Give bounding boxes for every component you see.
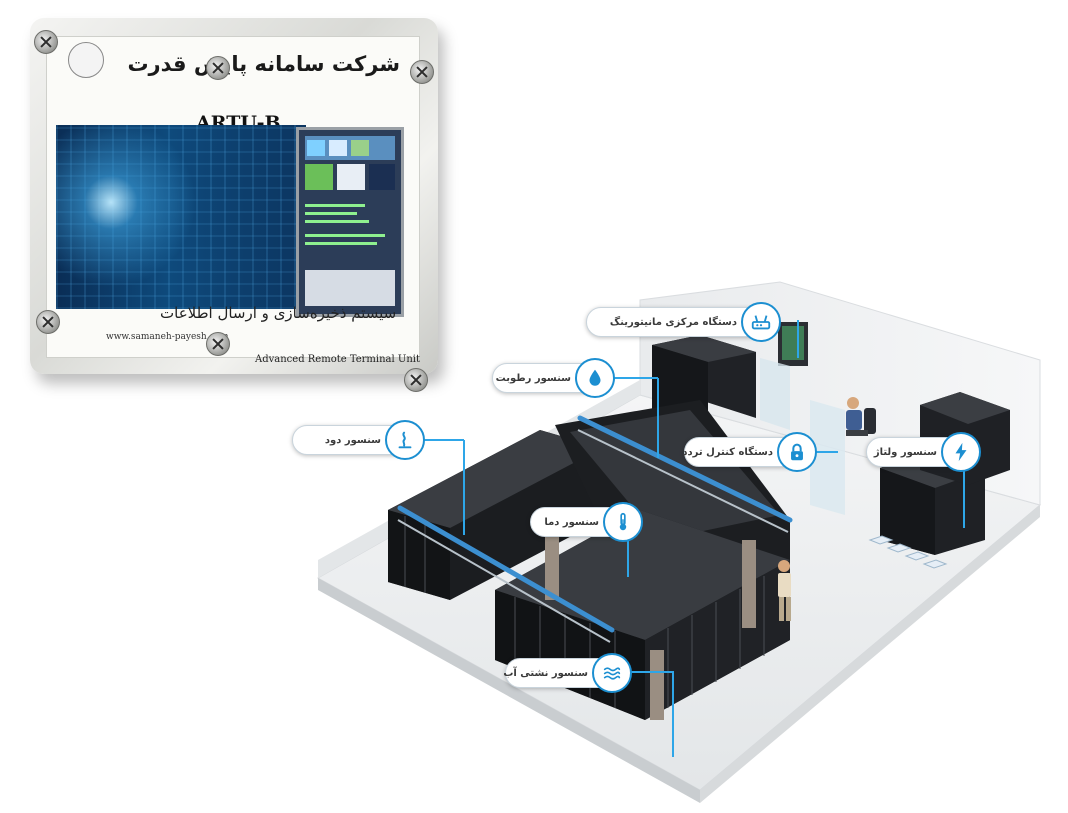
cable-trays	[397, 415, 793, 633]
callout-voltage: سنسور ولتاژ	[866, 432, 981, 472]
operator-figure	[846, 397, 876, 436]
leader-leak-h	[622, 671, 674, 673]
lock-icon	[777, 432, 817, 472]
artu-b-device: شرکت سامانه پایش قدرت ARTU-B سی	[20, 12, 450, 392]
water-drop-icon	[575, 358, 615, 398]
screw-top-right	[410, 60, 434, 84]
leader-smoke	[463, 440, 465, 535]
callout-smoke: سنسور دود	[292, 420, 425, 460]
monitoring-console	[778, 322, 808, 366]
router-icon	[741, 302, 781, 342]
smoke-icon	[385, 420, 425, 460]
device-subtitle: Advanced Remote Terminal Unit	[255, 354, 420, 365]
water-waves-icon	[592, 653, 632, 693]
callout-leak: سنسور نشتی آب	[503, 653, 632, 693]
thermometer-icon	[603, 502, 643, 542]
glass-partition-2	[810, 400, 845, 515]
device-url: www.samaneh-payesh.com	[106, 332, 229, 342]
device-tagline: سیستم ذخیره‌سازی و ارسال اطلاعات	[160, 304, 397, 322]
callout-humidity: سنسور رطوبت	[492, 358, 615, 398]
technician-figure	[778, 560, 791, 621]
leader-monitoring	[797, 320, 799, 358]
glass-partition-1	[760, 358, 790, 430]
leader-voltage	[963, 466, 965, 528]
lightning-icon	[941, 432, 981, 472]
callout-access: دستگاه کنترل تردد	[682, 432, 817, 472]
floor-edge-left	[318, 578, 700, 803]
callout-humidity-label: سنسور رطوبت	[495, 372, 571, 384]
screw-bottom-left	[36, 310, 60, 334]
leader-leak	[672, 672, 674, 757]
device-lcd-screen	[296, 127, 404, 317]
screw-top-left	[34, 30, 58, 54]
callout-monitoring: دستگاه مرکزی مانیتورینگ	[586, 302, 781, 342]
leader-temperature	[627, 541, 629, 577]
screw-top-middle	[206, 56, 230, 80]
screw-bottom-right	[404, 368, 428, 392]
leader-smoke-h	[420, 439, 464, 441]
ups-units	[868, 535, 948, 569]
circuit-artwork	[56, 125, 306, 309]
callout-smoke-label: سنسور دود	[324, 434, 381, 446]
floor-edge-right	[700, 505, 1040, 803]
company-logo	[68, 42, 104, 78]
callout-leak-label: سنسور نشتی آب	[503, 667, 588, 679]
tray-rungs	[397, 429, 789, 643]
callout-access-label: دستگاه کنترل تردد	[682, 446, 773, 458]
callout-voltage-label: سنسور ولتاژ	[873, 446, 937, 458]
screw-bottom-middle	[206, 332, 230, 356]
callout-temperature: سنسور دما	[530, 502, 643, 542]
leader-humidity-h	[600, 377, 658, 379]
callout-temperature-label: سنسور دما	[544, 516, 599, 528]
device-brand: شرکت سامانه پایش قدرت	[127, 52, 400, 76]
leader-humidity	[657, 378, 659, 458]
leader-access	[812, 451, 838, 453]
callout-monitoring-label: دستگاه مرکزی مانیتورینگ	[609, 316, 737, 328]
